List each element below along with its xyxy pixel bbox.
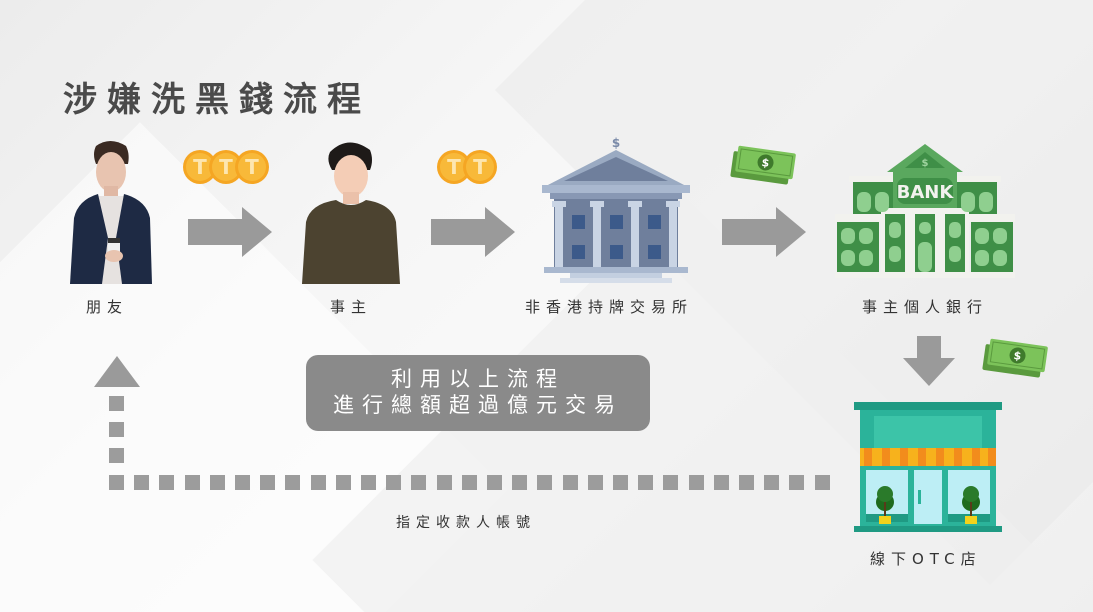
dash-segment bbox=[311, 475, 326, 490]
dash-segment bbox=[336, 475, 351, 490]
dash-segment bbox=[134, 475, 149, 490]
cash-bills-icon: $ bbox=[728, 145, 796, 191]
arrow-right-icon bbox=[431, 207, 517, 261]
background-shape bbox=[495, 0, 1093, 585]
dash-segment bbox=[210, 475, 225, 490]
diagram-title: 涉嫌洗黑錢流程 bbox=[63, 80, 371, 120]
dash-segment bbox=[487, 475, 502, 490]
dash-segment bbox=[512, 475, 527, 490]
dash-segment bbox=[613, 475, 628, 490]
tether-coins-icon: T T bbox=[434, 148, 504, 192]
svg-text:$: $ bbox=[1013, 349, 1022, 363]
dash-segment bbox=[689, 475, 704, 490]
dash-segment bbox=[663, 475, 678, 490]
node-friend: 朋友 bbox=[60, 138, 160, 316]
dash-segment bbox=[714, 475, 729, 490]
dash-segment bbox=[563, 475, 578, 490]
dash-segment bbox=[109, 475, 124, 490]
callout-line-2: 進行總額超過億元交易 bbox=[333, 393, 623, 417]
tether-coins-icon: T T T bbox=[180, 148, 275, 192]
storefront-icon bbox=[854, 402, 1002, 532]
dash-segment bbox=[109, 422, 124, 437]
svg-text:T: T bbox=[473, 155, 487, 179]
node-bank: $ BANK 事主個人銀行 bbox=[835, 142, 1015, 316]
dash-segment bbox=[739, 475, 754, 490]
exchange-building-icon: $ bbox=[542, 136, 690, 283]
dash-segment bbox=[764, 475, 779, 490]
svg-text:T: T bbox=[193, 155, 207, 179]
node-label: 非香港持牌交易所 bbox=[525, 298, 694, 316]
dash-segment bbox=[638, 475, 653, 490]
svg-text:T: T bbox=[219, 155, 233, 179]
dash-segment bbox=[109, 396, 124, 411]
arrow-down-icon bbox=[903, 336, 955, 390]
dash-segment bbox=[109, 448, 124, 463]
node-label: 線下OTC店 bbox=[870, 550, 982, 568]
node-exchange: $ 非香港持牌交易所 bbox=[525, 135, 692, 316]
callout-line-1: 利用以上流程 bbox=[391, 367, 565, 391]
dash-segment bbox=[235, 475, 250, 490]
summary-callout: 利用以上流程 進行總額超過億元交易 bbox=[306, 355, 650, 431]
node-label: 事主個人銀行 bbox=[862, 298, 989, 316]
dash-segment bbox=[260, 475, 275, 490]
person-blazer-icon bbox=[70, 141, 152, 284]
svg-text:T: T bbox=[447, 155, 461, 179]
return-flow-label: 指定收款人帳號 bbox=[396, 515, 536, 531]
node-principal: 事主 bbox=[296, 138, 406, 316]
dash-segment bbox=[159, 475, 174, 490]
dash-segment bbox=[285, 475, 300, 490]
arrow-up-icon bbox=[94, 356, 140, 387]
dash-segment bbox=[437, 475, 452, 490]
dash-segment bbox=[185, 475, 200, 490]
arrow-right-icon bbox=[722, 207, 808, 261]
node-label: 事主 bbox=[330, 298, 373, 316]
dash-segment bbox=[588, 475, 603, 490]
svg-text:T: T bbox=[245, 155, 259, 179]
svg-text:$: $ bbox=[922, 158, 929, 169]
dash-segment bbox=[462, 475, 477, 490]
dash-segment bbox=[789, 475, 804, 490]
dash-segment bbox=[361, 475, 376, 490]
person-sweater-icon bbox=[302, 142, 400, 284]
svg-text:$: $ bbox=[612, 136, 620, 150]
dash-segment bbox=[815, 475, 830, 490]
node-otc-store: 線下OTC店 bbox=[854, 402, 1002, 568]
dash-segment bbox=[386, 475, 401, 490]
cash-bills-icon: $ bbox=[980, 338, 1048, 384]
dash-segment bbox=[537, 475, 552, 490]
svg-text:$: $ bbox=[761, 156, 770, 170]
arrow-right-icon bbox=[188, 207, 274, 261]
svg-text:BANK: BANK bbox=[897, 182, 955, 203]
dash-segment bbox=[411, 475, 426, 490]
node-label: 朋友 bbox=[86, 298, 129, 316]
bank-building-icon: $ BANK bbox=[835, 144, 1015, 278]
